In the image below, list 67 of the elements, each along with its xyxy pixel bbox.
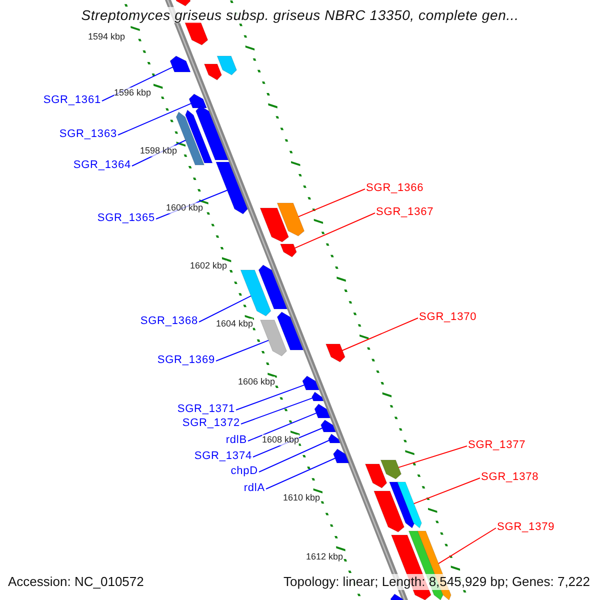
gene-block [170, 56, 191, 72]
leader-line [342, 318, 418, 351]
position-label: 1598 kbp [140, 146, 178, 156]
position-label: 1600 kbp [166, 202, 204, 214]
position-label: 1606 kbp [238, 376, 276, 388]
gene-label: chpD [230, 464, 258, 478]
gene-block [176, 112, 205, 166]
gene-block [216, 56, 237, 76]
gene-label: SGR_1364 [73, 158, 131, 172]
leader-line [438, 528, 496, 564]
gene-block [332, 448, 350, 464]
gene-label: SGR_1365 [97, 212, 155, 225]
gene-label: SGR_1370 [419, 310, 477, 324]
leader-line [198, 295, 252, 322]
gene-label: SGR_1379 [497, 520, 555, 534]
leader-line [240, 398, 313, 424]
gene-block [314, 404, 331, 418]
gene-label: rdlA [244, 482, 265, 495]
gene-label: SGR_1372 [182, 416, 240, 430]
leader-line [413, 478, 480, 504]
gene-label: SGR_1377 [468, 438, 526, 452]
gene-block [260, 320, 287, 356]
gene-block [240, 270, 272, 316]
gene-block [276, 202, 305, 236]
gene-label: SGR_1368 [140, 314, 198, 328]
gene-block [364, 464, 388, 488]
leader-line [294, 212, 376, 249]
position-label: 1608 kbp [262, 434, 300, 446]
gene-block [320, 420, 336, 432]
gene-block [311, 392, 324, 402]
leader-line [248, 412, 317, 442]
gene-label: SGR_1374 [194, 450, 252, 463]
gene-label: SGR_1371 [177, 402, 235, 416]
gene-label: SGR_1363 [59, 128, 117, 141]
accession-text: Accession: NC_010572 [8, 574, 144, 590]
gene-block [328, 434, 340, 444]
position-label: 1610 kbp [283, 492, 320, 504]
position-label: 1602 kbp [190, 260, 228, 272]
leader-line [236, 384, 305, 410]
summary-text: Topology: linear; Length: 8,545,929 bp; Genes: 7,222 [284, 574, 590, 590]
leader-line [118, 102, 192, 136]
gene-label: rdlB [226, 434, 247, 447]
position-label: 1604 kbp [216, 318, 254, 330]
gene-block [216, 162, 248, 214]
leader-line [298, 188, 366, 218]
gene-label: SGR_1369 [157, 354, 215, 367]
gene-block [280, 244, 297, 258]
leader-line [266, 458, 336, 490]
gene-label: SGR_1367 [376, 206, 434, 219]
position-label: 1594 kbp [88, 32, 126, 42]
gene-label: SGR_1366 [366, 182, 424, 195]
gene-block [258, 264, 288, 310]
position-label: 1612 kbp [306, 552, 344, 562]
leader-line [258, 440, 330, 472]
gene-block [196, 106, 229, 160]
gene-label: SGR_1361 [43, 94, 101, 107]
gene-block [380, 460, 402, 480]
gene-label: SGR_1378 [481, 470, 539, 484]
gene-block [396, 482, 422, 528]
position-label: 1596 kbp [114, 88, 152, 98]
gene-block [374, 490, 405, 532]
gene-block [276, 312, 304, 350]
leader-line [216, 340, 270, 362]
gene-block [260, 208, 289, 242]
gene-block [204, 64, 222, 80]
gene-block [325, 344, 346, 362]
leader-line [398, 446, 468, 468]
